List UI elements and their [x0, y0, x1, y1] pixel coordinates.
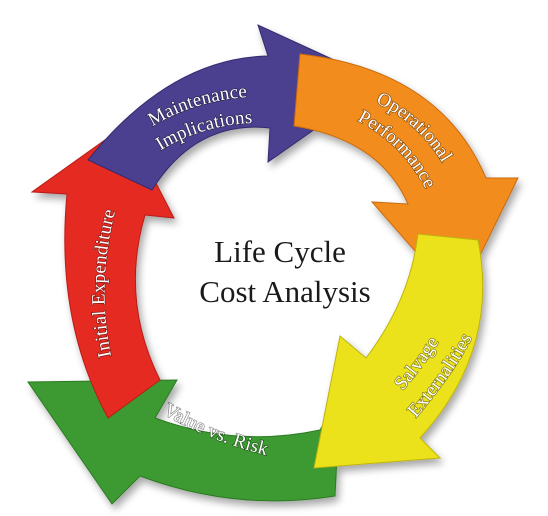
segment-initial-arrow: [30, 124, 175, 419]
segment-value-arrow: [27, 379, 341, 505]
segment-salvage-arrow: [313, 233, 484, 469]
center-title-line-2: Cost Analysis: [199, 274, 370, 309]
center-title-line-1: Life Cycle: [214, 234, 346, 269]
